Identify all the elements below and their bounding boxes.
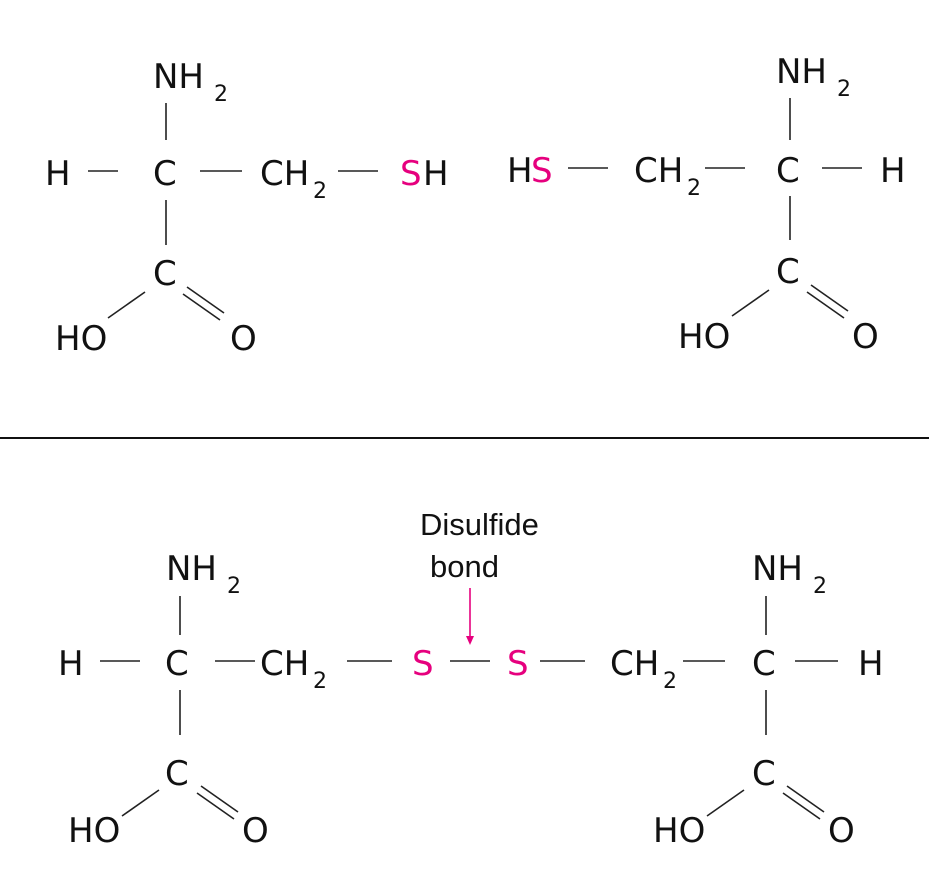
carbonyl-oxygen: O — [852, 317, 879, 357]
amino-group: NH — [776, 52, 827, 92]
amino-group: NH — [752, 549, 803, 589]
sulfur: S — [400, 154, 422, 194]
carbonyl-oxygen: O — [242, 811, 269, 851]
annotation-bond: bond — [430, 549, 499, 584]
hydroxyl: HO — [653, 811, 705, 851]
thiol-hydrogen: H — [507, 151, 533, 191]
subscript: 2 — [227, 574, 241, 599]
amino-group: NH — [166, 549, 217, 589]
subscript: 2 — [313, 669, 327, 694]
carboxyl-carbon: C — [153, 254, 177, 294]
carbonyl-oxygen: O — [230, 319, 257, 359]
sulfur: S — [412, 644, 434, 684]
carboxyl-carbon: C — [776, 252, 800, 292]
alpha-carbon: C — [752, 644, 776, 684]
hydrogen: H — [858, 644, 884, 684]
alpha-carbon: C — [776, 151, 800, 191]
hydroxyl: HO — [678, 317, 730, 357]
subscript: 2 — [313, 179, 327, 204]
carbonyl-oxygen: O — [828, 811, 855, 851]
subscript: 2 — [837, 77, 851, 102]
alpha-carbon: C — [165, 644, 189, 684]
carboxyl-carbon: C — [752, 754, 776, 794]
subscript: 2 — [214, 82, 228, 107]
methylene: CH — [610, 644, 659, 684]
hydroxyl: HO — [68, 811, 120, 851]
sulfur: S — [531, 151, 553, 191]
annotation-disulfide: Disulfide — [420, 507, 539, 542]
subscript: 2 — [663, 669, 677, 694]
hydrogen: H — [45, 154, 71, 194]
hydrogen: H — [58, 644, 84, 684]
arrow-head-icon — [466, 636, 474, 645]
amino-group: NH — [153, 57, 204, 97]
subscript: 2 — [687, 176, 701, 201]
subscript: 2 — [813, 574, 827, 599]
sulfur: S — [507, 644, 529, 684]
carboxyl-carbon: C — [165, 754, 189, 794]
methylene: CH — [260, 644, 309, 684]
alpha-carbon: C — [153, 154, 177, 194]
methylene: CH — [634, 151, 683, 191]
hydrogen: H — [880, 151, 906, 191]
methylene: CH — [260, 154, 309, 194]
hydroxyl: HO — [55, 319, 107, 359]
thiol-hydrogen: H — [423, 154, 449, 194]
